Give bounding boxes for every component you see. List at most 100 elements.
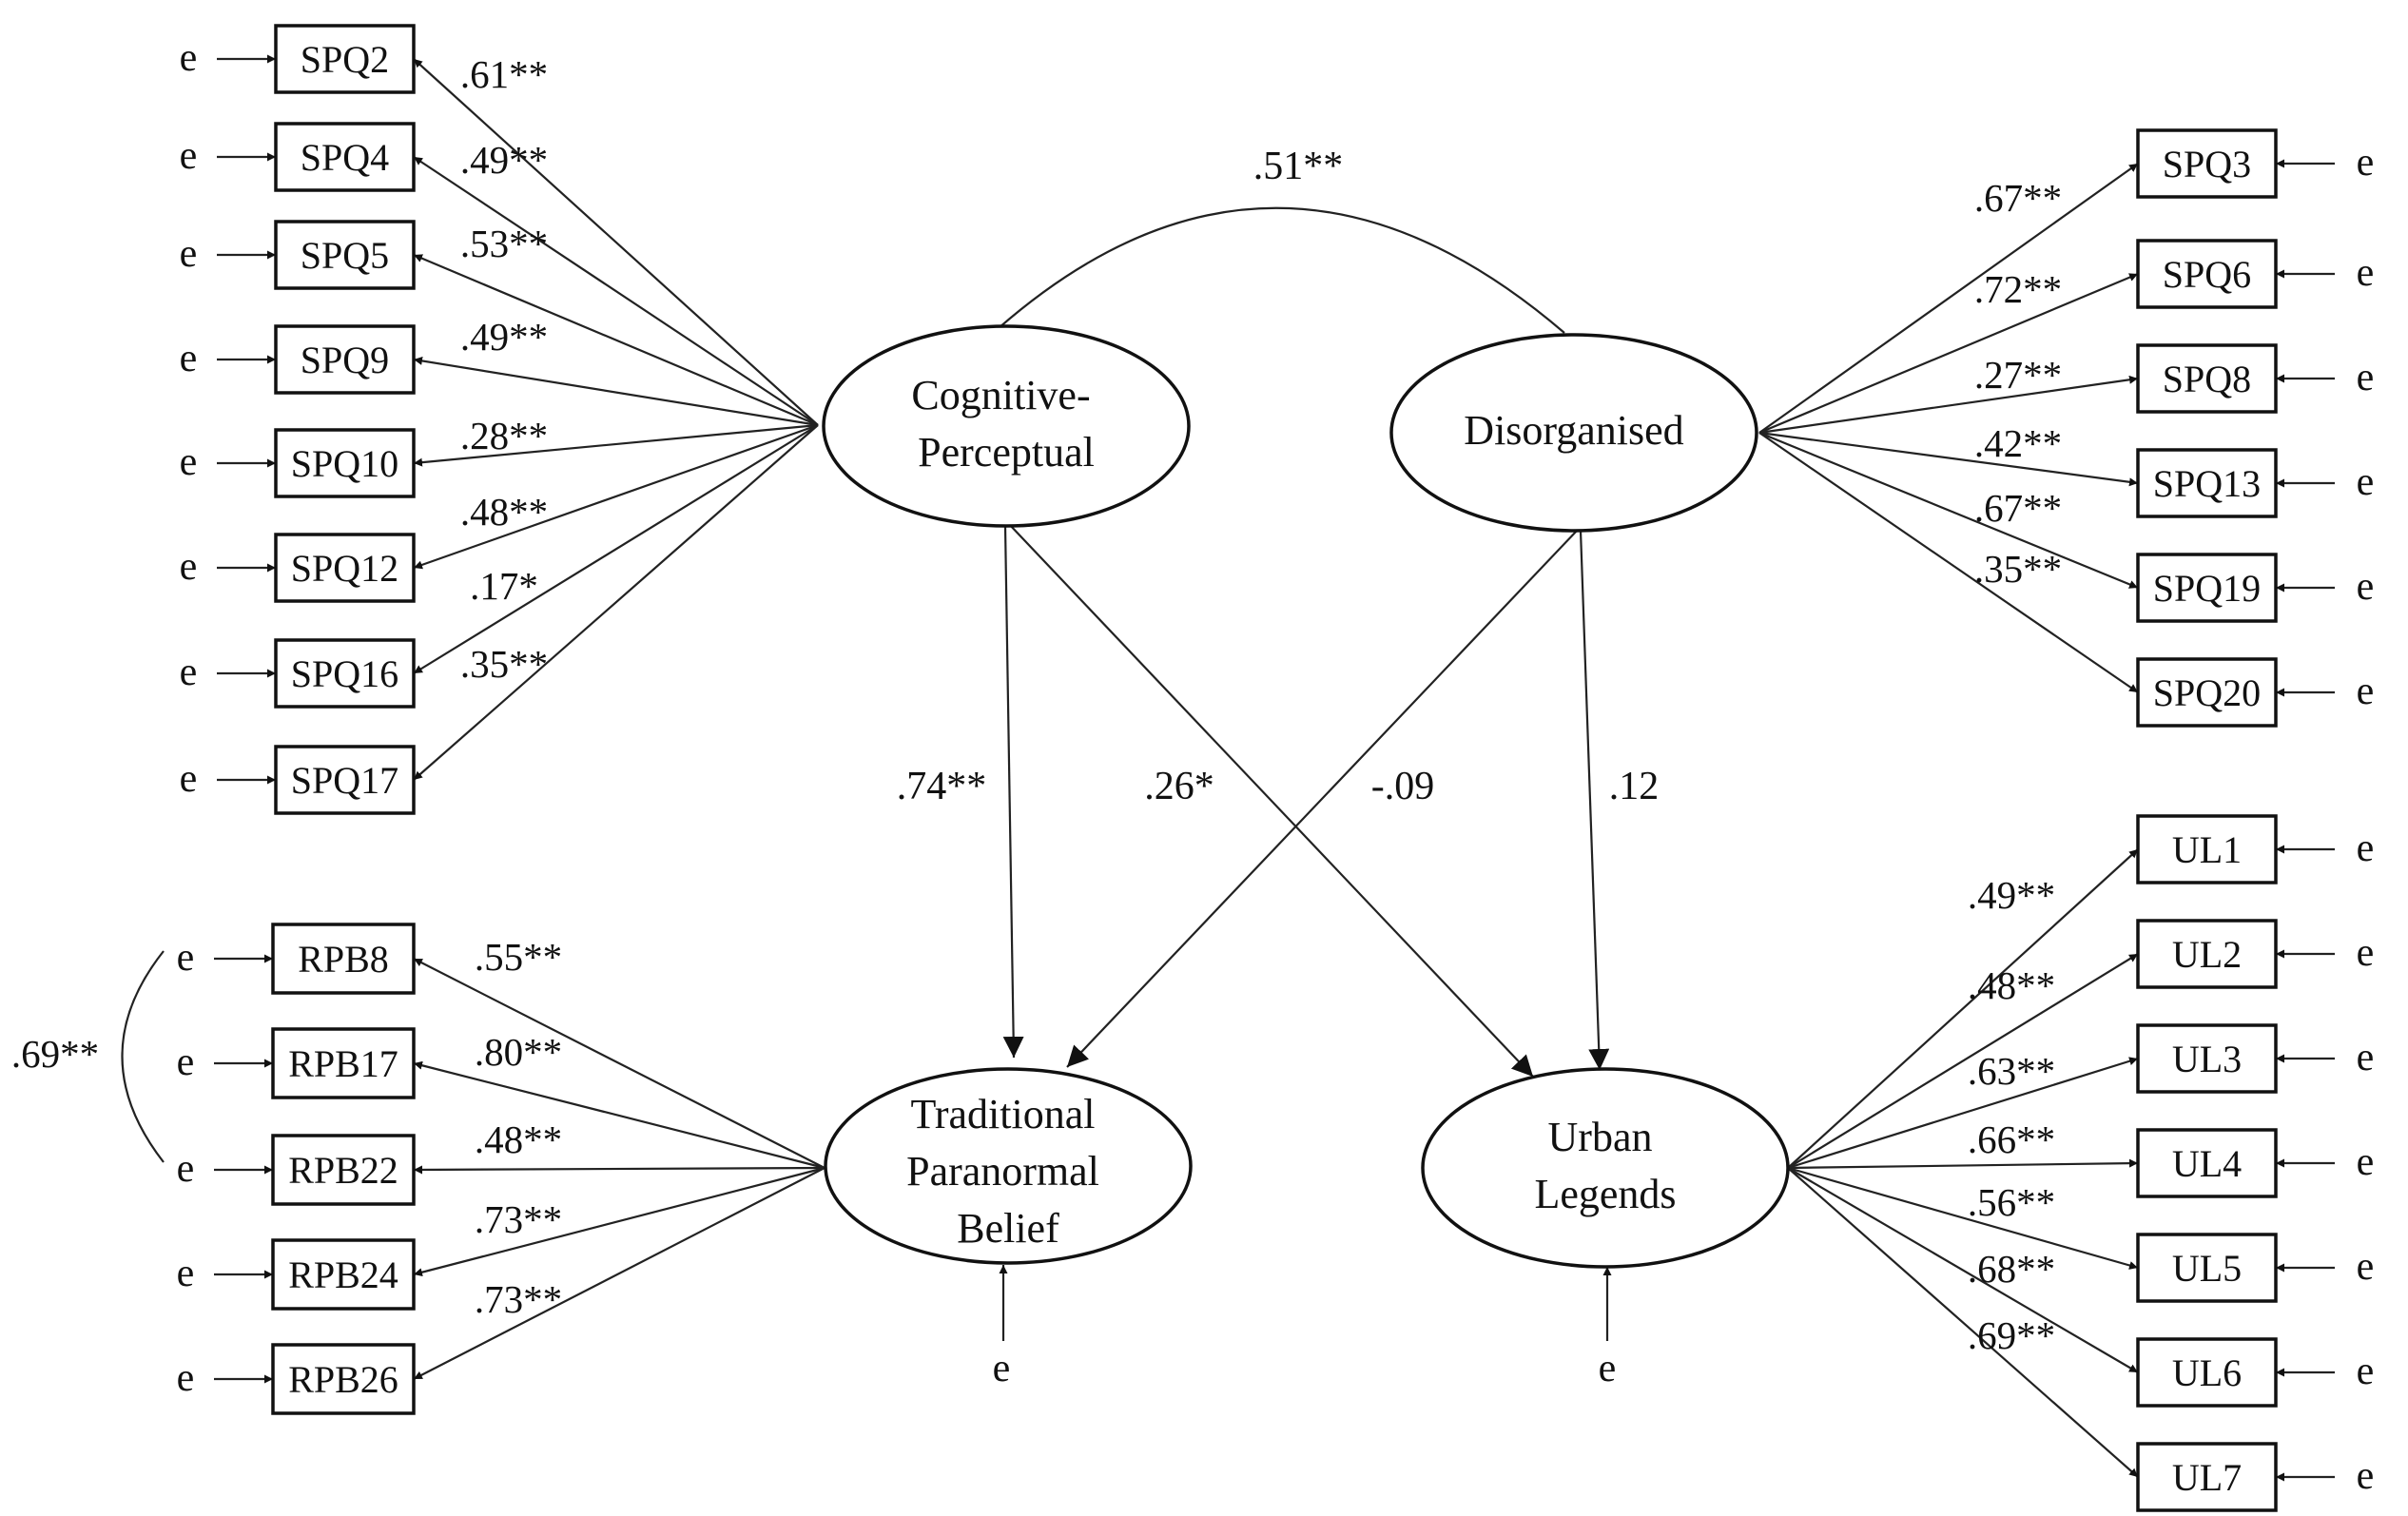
indicator-box-rpb26 [271,1343,416,1415]
indicator-label-ul6: UL6 [2172,1351,2242,1394]
indicator-label-rpb8: RPB8 [298,938,389,981]
indicator-label-ul5: UL5 [2172,1247,2242,1290]
error-term-ul7: e [2357,1454,2375,1498]
path-dis-ul [1579,530,1610,1071]
loading-label-rpb22: .48** [475,1118,562,1161]
loading-label-spq4: .49** [460,138,548,182]
error-term-ul4: e [2357,1140,2375,1184]
error-term-rpb22: e [177,1147,195,1191]
loading-label-spq6: .72** [1974,267,2062,311]
indicator-box-rpb22 [271,1134,416,1206]
loading-label-spq16: .17* [470,564,538,608]
indicator-box-rpb24 [271,1238,416,1311]
loading-arrow-spq17 [413,424,819,781]
indicator-label-rpb26: RPB26 [288,1358,398,1401]
loading-arrow-spq8 [1758,375,2139,435]
indicator-box-rpb8 [271,923,416,995]
indicator-box-spq5 [274,220,416,290]
error-term-spq12: e [180,545,198,589]
indicator-box-ul7 [2136,1442,2278,1512]
loading-label-spq8: .27** [1974,353,2062,397]
loading-label-spq2: .61** [460,52,548,96]
indicator-box-ul5 [2136,1233,2278,1303]
error-term-ul6: e [2357,1350,2375,1393]
indicator-box-spq12 [274,533,416,603]
loading-label-spq12: .48** [460,490,548,534]
indicator-label-ul3: UL3 [2172,1038,2242,1080]
indicator-box-ul2 [2136,919,2278,989]
loading-arrow-spq4 [413,156,819,426]
error-term-spq4: e [180,134,198,178]
error-term-spq6: e [2357,251,2375,295]
error-term-ul5: e [2357,1245,2375,1289]
loading-label-ul4: .66** [1968,1118,2055,1161]
loading-label-rpb17: .80** [475,1030,562,1074]
path-cp-ul [1007,522,1534,1078]
indicator-label-spq20: SPQ20 [2153,671,2261,714]
indicator-label-rpb24: RPB24 [288,1254,398,1296]
loading-label-spq19: .67** [1974,486,2062,530]
indicator-label-spq2: SPQ2 [301,38,389,81]
latent-urban-legends [1421,1067,1790,1269]
indicator-label-spq9: SPQ9 [301,339,389,381]
latent-label-disorganised: Disorganised [1464,407,1683,454]
loading-arrow-rpb24 [413,1166,825,1277]
loading-arrow-ul7 [1787,1167,2139,1478]
loading-arrow-ul2 [1787,953,2139,1169]
tpb-residual-error: e [993,1347,1011,1390]
error-term-spq9: e [180,337,198,380]
indicator-box-spq6 [2136,239,2278,309]
error-term-rpb26: e [177,1356,195,1400]
indicator-label-rpb22: RPB22 [288,1149,398,1192]
error-term-ul2: e [2357,931,2375,975]
indicator-label-ul7: UL7 [2172,1456,2242,1499]
loading-arrow-rpb26 [413,1167,825,1380]
indicator-box-ul4 [2136,1128,2278,1198]
loading-arrow-ul1 [1787,848,2139,1169]
loading-label-ul3: .63** [1968,1049,2055,1093]
loading-arrow-ul5 [1787,1166,2139,1270]
loading-arrow-spq19 [1758,431,2139,590]
indicator-box-spq3 [2136,128,2278,199]
indicator-label-spq4: SPQ4 [301,136,389,179]
loading-arrow-ul6 [1787,1167,2139,1373]
indicator-box-spq9 [274,324,416,395]
loading-arrow-spq16 [413,424,819,674]
latent-disorganised [1389,333,1758,533]
indicator-label-spq10: SPQ10 [291,442,398,485]
indicator-box-spq13 [2136,448,2278,518]
indicator-box-spq10 [274,428,416,498]
loading-label-ul5: .56** [1968,1180,2055,1224]
indicator-label-spq8: SPQ8 [2163,358,2251,400]
indicator-label-ul1: UL1 [2172,828,2242,871]
loading-label-ul2: .48** [1968,963,2055,1007]
cp-dis-correlation-arc [998,206,1565,334]
indicator-box-ul3 [2136,1023,2278,1094]
path-label-cp-ul: .26* [1144,765,1214,808]
error-term-ul3: e [2357,1036,2375,1079]
loading-arrow-ul3 [1787,1057,2139,1170]
loading-label-spq13: .42** [1974,421,2062,465]
indicator-label-ul4: UL4 [2172,1142,2242,1185]
indicator-box-spq16 [274,638,416,709]
loading-label-rpb26: .73** [475,1277,562,1321]
indicator-label-spq13: SPQ13 [2153,462,2261,505]
loading-label-rpb8: .55** [475,935,562,979]
rpb-error-covariance-arc [121,950,165,1163]
indicator-box-spq19 [2136,553,2278,623]
disorganised-indicators: eSPQ3.67**eSPQ6.72**eSPQ8.27**eSPQ13.42*… [1758,128,2375,728]
indicator-label-spq6: SPQ6 [2163,253,2251,296]
cp-dis-correlation-label: .51** [1253,145,1344,188]
loading-arrow-spq3 [1758,163,2139,434]
loading-arrow-spq10 [413,423,819,467]
loading-label-spq10: .28** [460,414,548,457]
error-term-spq3: e [2357,141,2375,185]
loading-label-spq9: .49** [460,315,548,359]
rpb-error-covariance-label: .69** [11,1032,99,1076]
error-term-rpb17: e [177,1040,195,1084]
error-term-spq17: e [180,757,198,801]
path-label-dis-ul: .12 [1609,765,1660,808]
error-term-spq5: e [180,232,198,276]
